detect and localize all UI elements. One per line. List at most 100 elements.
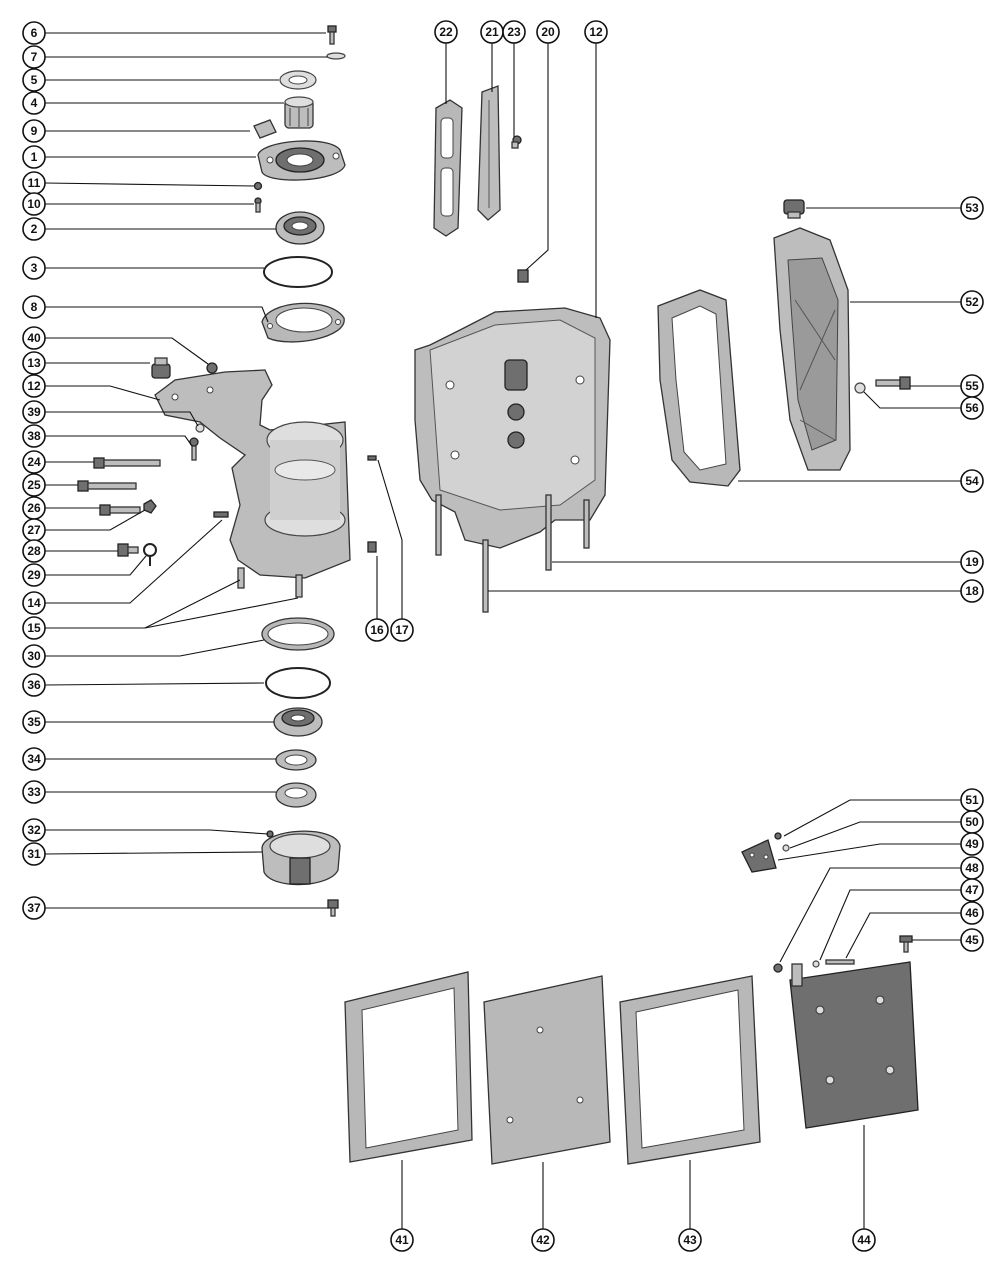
callout-labels: 6 7 5 4 9 1 11 10 2 3 8 40 13 12 39 38 2… <box>22 20 984 1252</box>
callout-4: 4 <box>22 91 46 115</box>
svg-text:13: 13 <box>27 356 41 370</box>
leader-line <box>45 509 146 531</box>
leader-line <box>45 519 223 604</box>
svg-text:55: 55 <box>965 379 979 393</box>
svg-text:35: 35 <box>27 715 41 729</box>
svg-text:12: 12 <box>589 25 603 39</box>
leader-line <box>45 639 265 657</box>
leader-lines <box>44 32 961 1229</box>
leader-line <box>783 799 961 837</box>
callout-12-left: 12 <box>22 374 46 398</box>
callout-25: 25 <box>22 473 46 497</box>
svg-text:39: 39 <box>27 405 41 419</box>
screw-10 <box>254 197 262 213</box>
callout-46: 46 <box>960 901 984 925</box>
svg-text:1: 1 <box>31 150 38 164</box>
callout-5: 5 <box>22 68 46 92</box>
exhaust-cover-52 <box>773 227 851 471</box>
bolt-26 <box>99 504 141 516</box>
svg-text:6: 6 <box>31 26 38 40</box>
callout-19: 19 <box>960 550 984 574</box>
seal-33 <box>275 782 317 808</box>
leader-line <box>525 43 549 271</box>
callout-32: 32 <box>22 818 46 842</box>
svg-text:27: 27 <box>27 523 41 537</box>
leader-line <box>45 579 241 629</box>
callout-14: 14 <box>22 591 46 615</box>
washer-47 <box>812 960 820 968</box>
svg-text:47: 47 <box>965 883 979 897</box>
svg-text:20: 20 <box>541 25 555 39</box>
svg-text:31: 31 <box>27 847 41 861</box>
svg-text:48: 48 <box>965 861 979 875</box>
bearing-2 <box>275 211 325 245</box>
callout-44: 44 <box>852 1228 876 1252</box>
svg-text:37: 37 <box>27 901 41 915</box>
screw-23 <box>511 135 522 149</box>
leader-line <box>845 912 961 959</box>
callout-27: 27 <box>22 518 46 542</box>
svg-text:53: 53 <box>965 201 979 215</box>
callout-17: 17 <box>390 618 414 642</box>
callout-37: 37 <box>22 896 46 920</box>
screw-37 <box>327 899 339 917</box>
gasket-22 <box>433 99 463 237</box>
screw-28 <box>117 543 139 557</box>
svg-text:26: 26 <box>27 501 41 515</box>
svg-text:29: 29 <box>27 568 41 582</box>
o-ring-36 <box>265 667 331 699</box>
leader-line <box>45 385 161 401</box>
callout-49: 49 <box>960 832 984 856</box>
screw-45 <box>899 935 913 953</box>
reed-plate-21 <box>477 85 501 221</box>
washer-56 <box>854 382 866 394</box>
screw-38 <box>189 437 199 461</box>
svg-text:21: 21 <box>485 25 499 39</box>
washer-7 <box>326 52 346 60</box>
nut-40 <box>206 362 218 374</box>
svg-text:43: 43 <box>683 1233 697 1247</box>
nut-11 <box>253 181 263 191</box>
svg-text:16: 16 <box>370 623 384 637</box>
leader-line <box>863 391 961 409</box>
svg-text:33: 33 <box>27 785 41 799</box>
svg-text:10: 10 <box>27 197 41 211</box>
svg-text:17: 17 <box>395 623 409 637</box>
callout-11: 11 <box>22 171 46 195</box>
leader-line <box>45 337 209 365</box>
bearing-housing-31 <box>261 830 341 886</box>
callout-22: 22 <box>434 20 458 44</box>
svg-text:24: 24 <box>27 455 41 469</box>
svg-text:30: 30 <box>27 649 41 663</box>
callout-8: 8 <box>22 295 46 319</box>
svg-text:50: 50 <box>965 815 979 829</box>
leader-line <box>45 435 193 447</box>
svg-text:7: 7 <box>31 50 38 64</box>
callout-38: 38 <box>22 424 46 448</box>
callout-12-center: 12 <box>584 20 608 44</box>
screw-6 <box>327 25 337 45</box>
plug-20 <box>517 269 529 283</box>
screw-51 <box>774 832 782 840</box>
callout-39: 39 <box>22 400 46 424</box>
svg-text:18: 18 <box>965 584 979 598</box>
callout-2: 2 <box>22 217 46 241</box>
leader-line <box>144 597 299 629</box>
callout-23: 23 <box>502 20 526 44</box>
callout-10: 10 <box>22 192 46 216</box>
callout-48: 48 <box>960 856 984 880</box>
svg-text:12: 12 <box>27 379 41 393</box>
bearing-4 <box>284 96 314 129</box>
plug-13 <box>151 357 171 379</box>
bearing-housing-1 <box>257 140 346 181</box>
svg-text:34: 34 <box>27 752 41 766</box>
crankcase-lower-housing <box>154 369 351 598</box>
gasket-43 <box>619 975 761 1165</box>
callout-34: 34 <box>22 747 46 771</box>
svg-text:15: 15 <box>27 621 41 635</box>
plate-42 <box>483 975 611 1165</box>
callout-51: 51 <box>960 788 984 812</box>
leader-line <box>44 851 263 855</box>
callout-43: 43 <box>678 1228 702 1252</box>
svg-text:8: 8 <box>31 300 38 314</box>
